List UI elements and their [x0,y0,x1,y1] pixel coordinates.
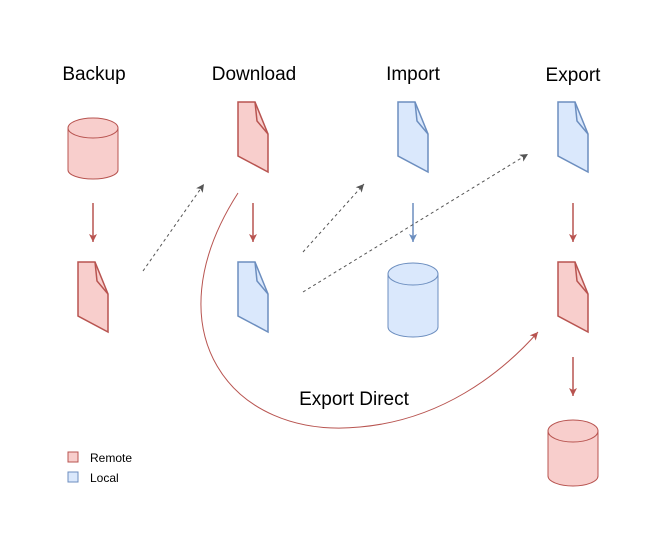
download-file-remote-icon [237,101,269,174]
export-direct-curved-arrow [200,192,539,429]
backup-database-icon [67,117,119,180]
export-file-local-icon [557,101,589,174]
legend-remote-swatch [67,451,79,463]
backup-file-icon [77,261,109,334]
import-file-icon [397,101,429,174]
legend-local-swatch [67,471,79,483]
download-file-local-icon [237,261,269,334]
column-title-import: Import [386,64,441,85]
export-database-icon [547,419,599,487]
export-file-remote-icon [557,261,589,334]
download-to-export-dashed-arrow [302,153,529,293]
download-to-import-dashed-arrow [302,183,365,253]
import-database-icon [387,262,439,338]
legend-local-label: Local [90,471,119,485]
edge-label-background [293,385,415,411]
export-direct-label: Export Direct [299,389,410,410]
legend: Remote Local [67,451,132,485]
column-title-export: Export [546,65,602,86]
legend-remote-label: Remote [90,451,132,465]
column-title-download: Download [212,64,297,85]
column-title-backup: Backup [62,64,125,85]
backup-to-download-dashed-arrow [142,183,205,272]
